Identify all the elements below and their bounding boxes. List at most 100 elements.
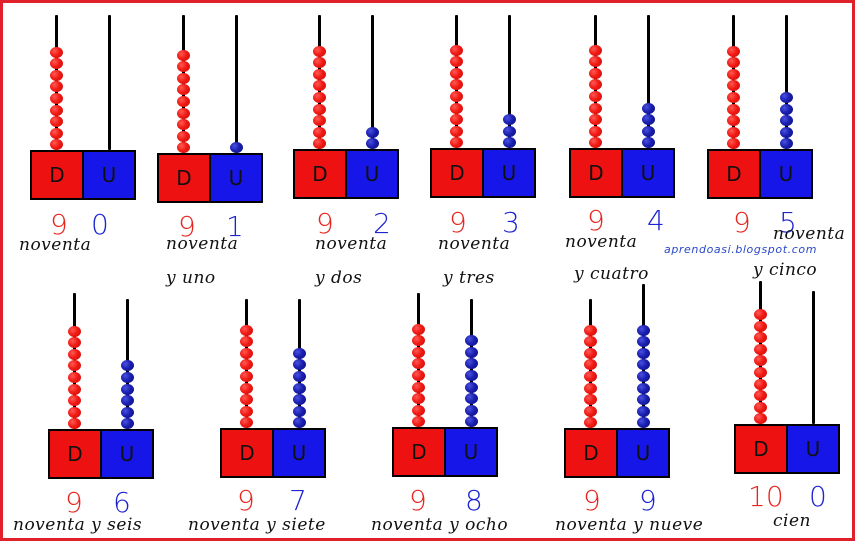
blue-bead <box>465 346 478 358</box>
units-label: U <box>761 151 811 197</box>
number-word: noventa <box>773 224 846 244</box>
number-word: noventa y siete <box>188 515 326 535</box>
tens-label: D <box>736 426 788 472</box>
red-bead <box>589 44 602 56</box>
red-bead <box>584 324 597 336</box>
units-rod <box>108 15 111 150</box>
units-digit: 0 <box>91 208 109 241</box>
units-label: U <box>623 150 673 196</box>
red-bead <box>754 390 767 402</box>
red-bead <box>727 80 740 92</box>
blue-bead <box>293 382 306 394</box>
red-bead <box>68 418 81 430</box>
units-rod <box>812 291 815 424</box>
blue-bead <box>465 393 478 405</box>
red-bead <box>412 370 425 381</box>
red-bead <box>177 130 190 142</box>
red-bead <box>727 92 740 103</box>
red-bead <box>50 58 63 70</box>
units-rod <box>235 15 238 153</box>
red-bead <box>727 126 740 138</box>
tens-digit: 9 <box>237 484 255 517</box>
red-bead <box>240 347 253 359</box>
red-bead <box>313 92 326 103</box>
red-bead <box>450 56 463 68</box>
blue-bead <box>637 371 650 382</box>
units-digit: 5 <box>779 206 797 239</box>
red-bead <box>584 405 597 417</box>
number-word: cien <box>773 511 811 531</box>
red-bead <box>754 355 767 367</box>
tens-label: D <box>222 430 274 476</box>
blue-bead <box>503 114 516 126</box>
red-bead <box>177 96 190 107</box>
units-label: U <box>618 430 668 476</box>
red-bead <box>450 125 463 137</box>
blue-bead <box>293 405 306 417</box>
red-bead <box>50 127 63 139</box>
red-bead <box>584 359 597 371</box>
blue-bead <box>465 416 478 428</box>
red-bead <box>754 320 767 332</box>
blue-bead <box>637 382 650 394</box>
blue-bead <box>293 347 306 359</box>
red-bead <box>589 67 602 79</box>
red-bead <box>240 382 253 394</box>
number-word: y cinco <box>753 260 818 280</box>
red-bead <box>754 401 767 413</box>
tens-label: D <box>432 150 484 196</box>
blue-bead <box>780 126 793 138</box>
red-bead <box>727 115 740 127</box>
tens-label: D <box>159 155 211 201</box>
blue-bead <box>121 360 134 372</box>
red-bead <box>68 383 81 395</box>
number-word: noventa <box>315 234 388 254</box>
tens-rod <box>182 15 185 153</box>
blue-bead <box>780 103 793 115</box>
blue-bead <box>465 358 478 370</box>
tens-digit: 9 <box>449 206 467 239</box>
number-word: y cuatro <box>574 264 649 284</box>
blue-bead <box>642 125 655 137</box>
red-bead <box>240 336 253 348</box>
number-word: noventa <box>19 235 92 255</box>
red-bead <box>450 67 463 79</box>
red-bead <box>177 72 190 84</box>
red-bead <box>240 371 253 382</box>
tens-digit: 9 <box>178 210 196 243</box>
blue-bead <box>503 137 516 149</box>
red-bead <box>313 103 326 115</box>
red-bead <box>727 45 740 57</box>
units-label: U <box>788 426 838 472</box>
red-bead <box>50 93 63 104</box>
red-bead <box>412 404 425 416</box>
red-bead <box>584 347 597 359</box>
blue-bead <box>637 394 650 406</box>
red-bead <box>313 68 326 80</box>
units-digit: 9 <box>639 484 657 517</box>
red-bead <box>313 115 326 127</box>
red-bead <box>412 393 425 405</box>
red-bead <box>240 417 253 429</box>
red-bead <box>177 107 190 119</box>
red-bead <box>68 360 81 372</box>
units-label: U <box>102 431 152 477</box>
blue-bead <box>503 125 516 137</box>
red-bead <box>450 44 463 56</box>
red-bead <box>412 381 425 393</box>
tens-label: D <box>50 431 102 477</box>
red-bead <box>177 49 190 61</box>
blue-bead <box>637 405 650 417</box>
number-word: noventa <box>438 234 511 254</box>
tens-digit: 9 <box>316 207 334 240</box>
blue-bead <box>780 92 793 103</box>
blue-bead <box>366 126 379 138</box>
red-bead <box>177 119 190 131</box>
units-digit: 1 <box>226 210 244 243</box>
